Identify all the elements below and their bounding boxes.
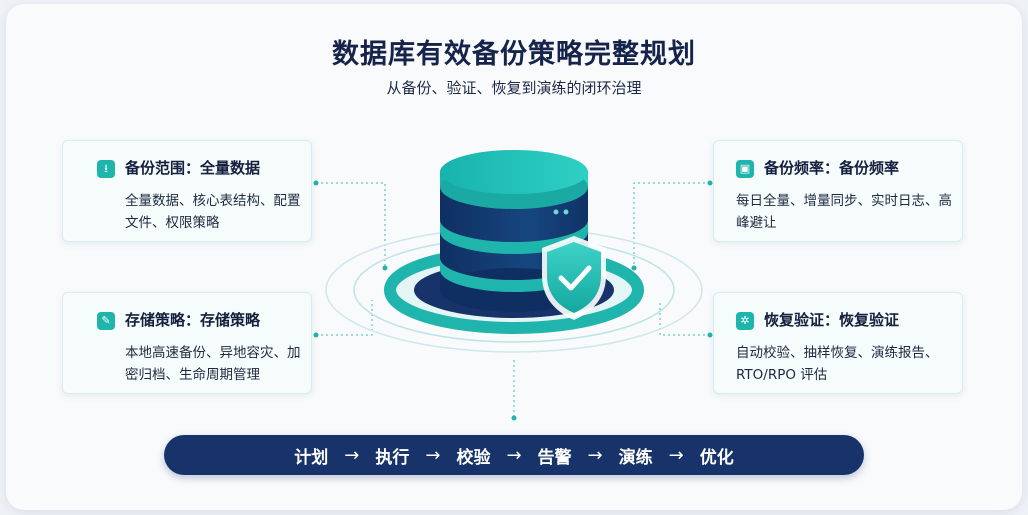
arrow-right-icon: → [668, 444, 684, 466]
pen-icon: ✎ [97, 312, 115, 330]
flow-step: 执行 [375, 447, 410, 468]
download-icon: ⭳ [97, 160, 115, 178]
flow-step: 优化 [699, 447, 734, 468]
page-title: 数据库有效备份策略完整规划 [332, 39, 696, 70]
connector-dots [313, 180, 713, 421]
gear-icon: ✲ [736, 312, 754, 330]
flow-step: 校验 [456, 447, 491, 468]
card-title: 存储策略：存储策略 [125, 311, 261, 329]
arrow-right-icon: → [587, 444, 603, 466]
card-title: 备份频率：备份频率 [764, 159, 900, 177]
flow-step: 告警 [537, 447, 572, 468]
card-backup-frequency: ▣ 备份频率：备份频率 每日全量、增量同步、实时日志、高峰避让 [713, 140, 963, 242]
calendar-icon: ▣ [736, 160, 754, 178]
card-description: 每日全量、增量同步、实时日志、高峰避让 [736, 193, 952, 231]
page-subtitle: 从备份、验证、恢复到演练的闭环治理 [386, 79, 642, 97]
arrow-right-icon: → [506, 444, 522, 466]
card-description: 自动校验、抽样恢复、演练报告、RTO/RPO 评估 [736, 345, 939, 383]
card-storage-strategy: ✎ 存储策略：存储策略 本地高速备份、异地容灾、加密归档、生命周期管理 [62, 292, 312, 394]
flow-step: 演练 [618, 447, 653, 468]
flow-step: 计划 [294, 447, 329, 468]
card-description: 本地高速备份、异地容灾、加密归档、生命周期管理 [125, 345, 301, 383]
shield-check-icon [542, 236, 606, 320]
connector-lines [316, 182, 710, 418]
card-backup-scope: ⭳ 备份范围：全量数据 全量数据、核心表结构、配置文件、权限策略 [62, 140, 312, 242]
card-title: 备份范围：全量数据 [125, 159, 261, 177]
process-flow-bar: 计划 → 执行 → 校验 → 告警 → 演练 → 优化 [164, 435, 864, 475]
card-title: 恢复验证：恢复验证 [764, 311, 900, 329]
card-description: 全量数据、核心表结构、配置文件、权限策略 [125, 193, 301, 231]
card-restore-verify: ✲ 恢复验证：恢复验证 自动校验、抽样恢复、演练报告、RTO/RPO 评估 [713, 292, 963, 394]
arrow-right-icon: → [344, 444, 360, 466]
arrow-right-icon: → [425, 444, 441, 466]
